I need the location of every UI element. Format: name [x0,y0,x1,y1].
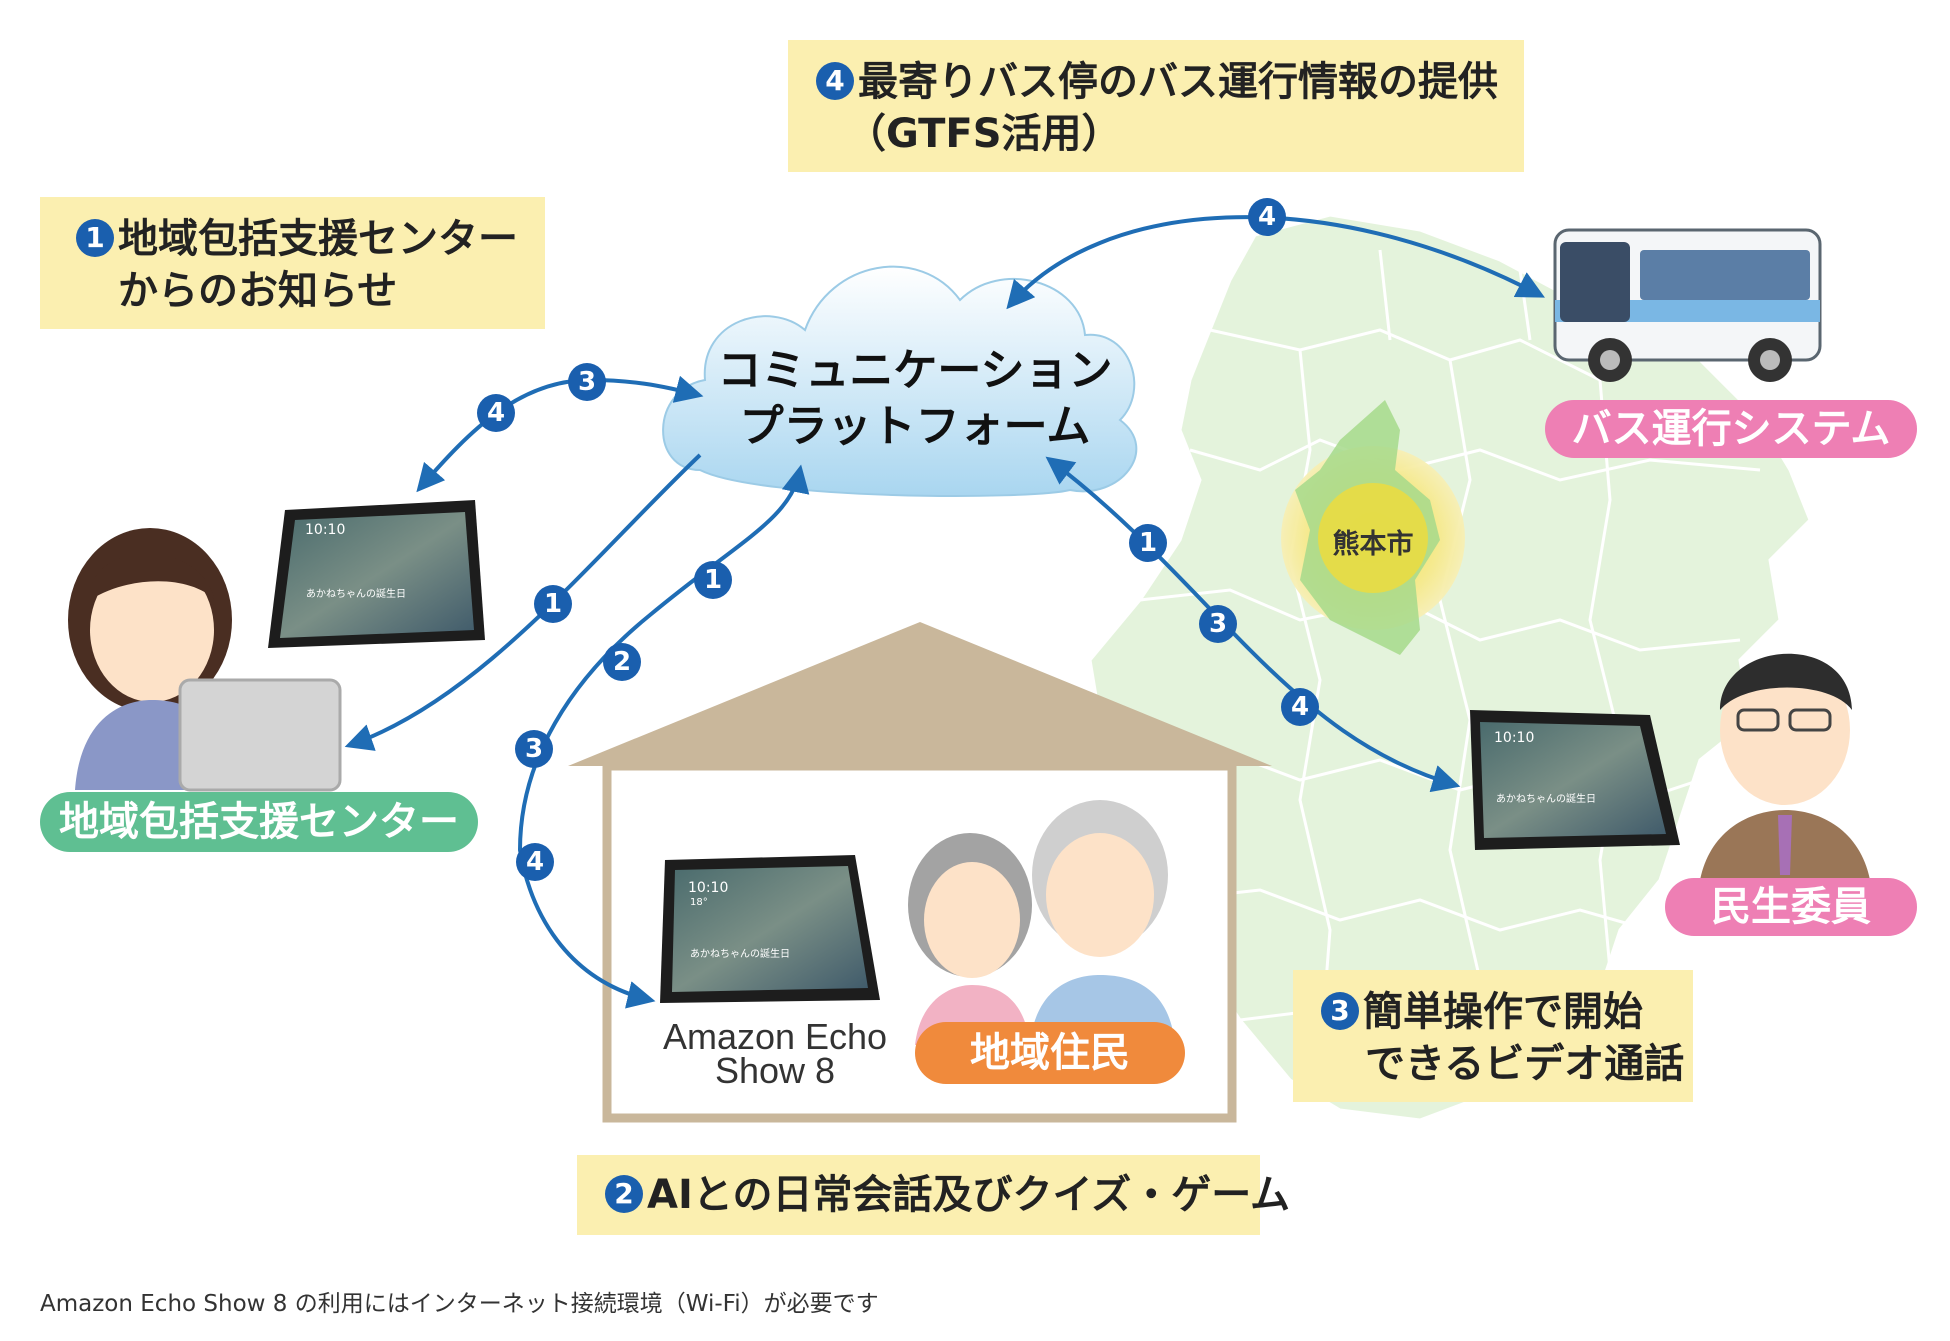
center-label: 地域包括支援センター [40,792,478,852]
arrow-badge-circles [477,198,1319,881]
echo-device-commissioner [1470,710,1680,850]
arrow-badge-4: 4 [1290,692,1310,722]
arrow-badge-2: 2 [612,647,632,677]
note-2-line1: AIとの日常会話及びクイズ・ゲーム [647,1172,1291,1218]
bus-illustration [1553,228,1822,382]
note-2-number: 2 [605,1175,643,1213]
device-label-line1: Amazon Echo [662,1016,888,1057]
screen-home-temp: 18° [690,897,708,908]
bus-system-label: バス運行システム [1545,400,1917,458]
screen-commissioner-message: あかねちゃんの誕生日 [1496,794,1596,805]
commissioner-illustration [1700,653,1870,880]
screen-home-message: あかねちゃんの誕生日 [690,949,790,960]
cloud-label-line2: プラットフォーム [739,401,1091,452]
arrow-badge-4: 4 [1257,202,1277,232]
note-4-number: 4 [816,62,854,100]
screen-center-time: 10:10 [305,522,346,538]
note-1-line1: 地域包括支援センター [118,216,518,262]
device-label-line2: Show 8 [714,1050,836,1091]
city-label: 熊本市 [1332,529,1414,560]
arrow-badge-3: 3 [577,367,597,397]
note-1-line2: からのお知らせ [118,268,398,314]
arrow-badge-3: 3 [524,734,544,764]
note-3-number: 3 [1321,992,1359,1030]
arrow-badge-3: 3 [1208,609,1228,639]
screen-commissioner-time: 10:10 [1494,730,1535,746]
arrow-badge-1: 1 [703,565,723,595]
cloud-label-line1: コミュニケーション [717,345,1113,396]
note-3-line2: できるビデオ通話 [1365,1041,1685,1087]
screen-home-time: 10:10 [688,880,729,896]
echo-device-home [660,855,880,1003]
echo-device-center [268,500,485,648]
screen-center-message: あかねちゃんの誕生日 [306,589,406,600]
residents-label: 地域住民 [915,1022,1185,1084]
note-4-line2: （GTFS活用） [846,111,1122,157]
flow-arrows [344,215,1545,1009]
arrow-badge-1: 1 [1138,528,1158,558]
arrow-badge-4: 4 [525,847,545,877]
note-1-number: 1 [76,219,114,257]
commissioner-label: 民生委員 [1665,878,1917,936]
note-3-line1: 簡単操作で開始 [1363,989,1643,1035]
arrow-badge-1: 1 [543,589,563,619]
center-staff-illustration [68,528,342,792]
footer-note: Amazon Echo Show 8 の利用にはインターネット接続環境（Wi-F… [40,1291,879,1317]
arrow-badge-4: 4 [486,398,506,428]
note-4-line1: 最寄りバス停のバス運行情報の提供 [858,59,1498,105]
